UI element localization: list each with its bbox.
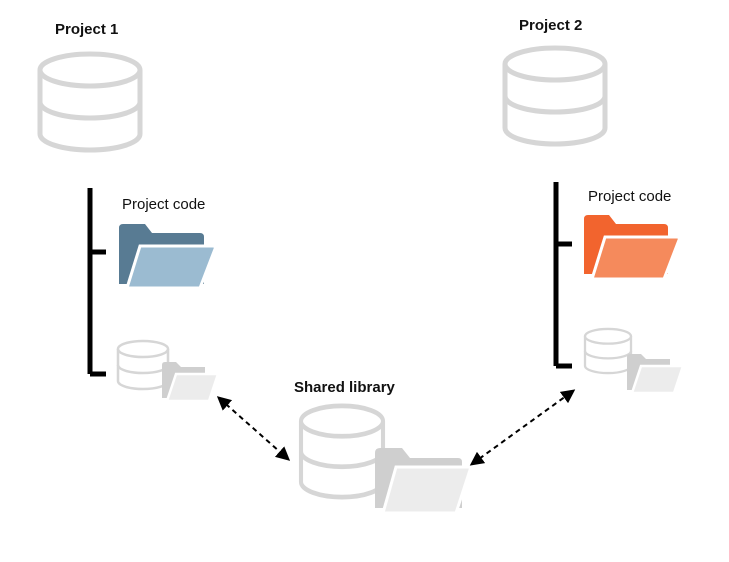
project-2-database-icon	[505, 48, 605, 144]
shared-library-title: Shared library	[294, 379, 396, 396]
project-1-bracket	[87, 188, 106, 377]
shared-library-database-icon	[301, 406, 383, 497]
project-1-library-database-icon	[116, 339, 170, 391]
project-2-bracket	[553, 182, 572, 369]
shared-library-group: Shared library	[294, 379, 472, 515]
project-2-library-database-icon	[583, 327, 633, 375]
shared-library-folder-icon	[375, 448, 472, 515]
project-2-group: Project 2 Project code	[505, 17, 685, 395]
project-1-database-icon	[40, 54, 140, 150]
project-1-code-label: Project code	[122, 196, 205, 213]
project-1-library-folder-icon	[162, 362, 220, 403]
project-2-code-label: Project code	[588, 188, 671, 205]
project-1-group: Project 1 Project code	[40, 21, 220, 403]
project-1-shared-arrow	[216, 396, 291, 461]
project-2-title: Project 2	[519, 17, 582, 34]
project-1-code-folder-icon	[119, 224, 217, 290]
project-2-library-folder-icon	[627, 354, 685, 395]
project-2-shared-arrow	[469, 389, 576, 466]
project-2-code-folder-icon	[584, 215, 681, 281]
project-1-title: Project 1	[55, 21, 118, 38]
